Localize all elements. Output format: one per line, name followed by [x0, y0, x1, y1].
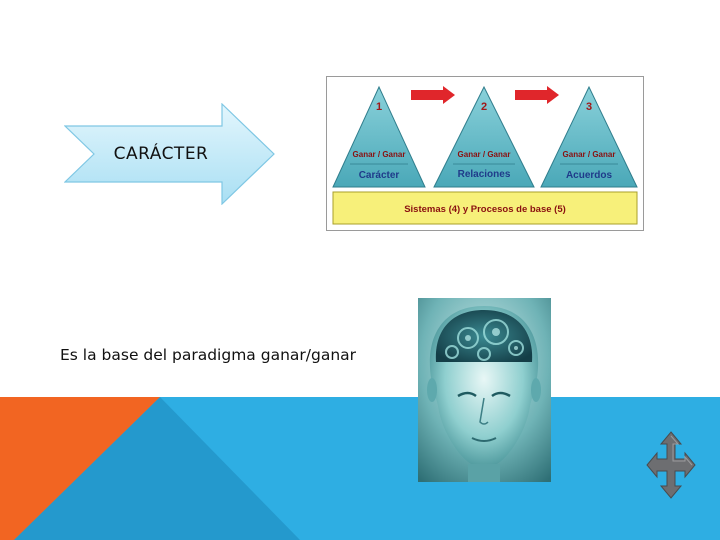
step-tag-3: Ganar / Ganar — [563, 150, 616, 159]
step-tag-1: Ganar / Ganar — [353, 150, 406, 159]
character-arrow — [64, 103, 275, 205]
step-tag-2: Ganar / Ganar — [458, 150, 511, 159]
step-label-1: Carácter — [359, 170, 400, 181]
triangle-2 — [433, 85, 535, 188]
bg-orange-shape — [0, 397, 160, 540]
brain-head-image — [418, 298, 551, 482]
red-arrow-1 — [411, 86, 455, 104]
base-label: Sistemas (4) y Procesos de base (5) — [404, 204, 566, 215]
move-arrows-icon[interactable] — [645, 430, 697, 500]
step-number-1: 1 — [376, 101, 382, 113]
diagram-graphic: 1 2 3 Ganar / Ganar Ganar / Ganar Ganar … — [332, 85, 638, 225]
step-label-2: Relaciones — [458, 169, 511, 180]
slide-caption: Es la base del paradigma ganar/ganar — [60, 346, 357, 364]
win-win-diagram: 1 2 3 Ganar / Ganar Ganar / Ganar Ganar … — [326, 76, 644, 231]
step-label-3: Acuerdos — [566, 170, 613, 181]
bg-dark-blue-shape — [14, 397, 300, 540]
base-bar — [332, 191, 638, 225]
step-number-2: 2 — [481, 101, 487, 113]
triangle-3 — [540, 85, 638, 188]
red-arrow-2 — [515, 86, 559, 104]
triangle-1 — [332, 85, 426, 188]
step-number-3: 3 — [586, 101, 592, 113]
arrow-label: CARÁCTER — [113, 144, 209, 164]
